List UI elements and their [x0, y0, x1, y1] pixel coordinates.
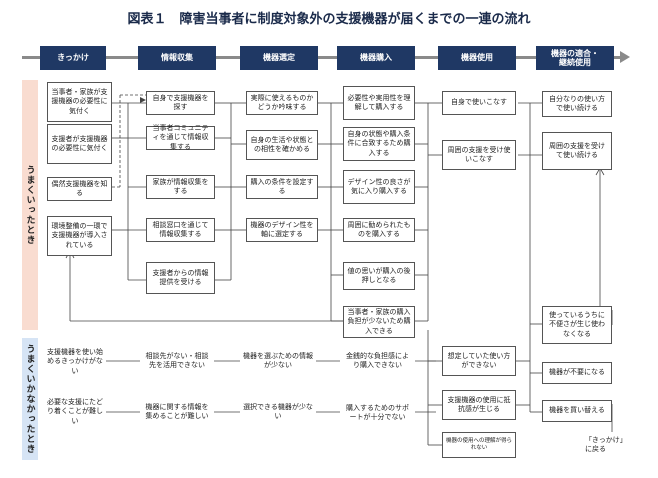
box-trigger-hard-to-reach: 必要な支援にたどり着くことが難しい [47, 397, 103, 425]
timeline-arrow-head [620, 51, 630, 63]
box-info-consultation: 相談窓口を通じて情報収集する [146, 218, 215, 242]
stage-use: 機器使用 [438, 46, 516, 70]
box-purchase-low-burden: 当事者・家族の購入負担が少ないため購入できる [343, 306, 415, 338]
box-trigger-supporter-notice: 支援者が支援機器の必要性に気付く [47, 124, 112, 164]
box-select-conditions: 購入の条件を設定する [246, 175, 318, 199]
box-purchase-match: 自身の状態や購入条件に合致するため購入する [343, 127, 415, 161]
box-select-usable: 実際に使えるものかどうか吟味する [246, 91, 318, 115]
box-use-resistance: 支援機器の使用に抵抗感が生じる [442, 390, 516, 420]
box-trigger-chance: 偶然支援機器を知る [47, 177, 112, 201]
box-continue-with-support: 周囲の支援を受けて使い続ける [542, 132, 612, 170]
box-purchase-recommended: 周囲に勧められたものを購入する [343, 218, 415, 242]
box-continue-stop-using: 使っているうちに不便さが生じ使わなくなる [542, 306, 612, 344]
box-continue-not-needed: 機器が不要になる [542, 362, 612, 384]
box-purchase-feelings: 値の思いが購入の後押しとなる [343, 262, 415, 290]
band-success-label: うまくいったとき [24, 165, 35, 245]
box-purchase-necessity: 必要性や実用性を理解して購入する [343, 86, 415, 120]
band-fail-label: うまくいかなかったとき [24, 344, 35, 454]
box-purchase-cost-burden: 金銭的な負担感により購入できない [346, 351, 409, 369]
box-info-community: 当事者コミュニティを通じて情報収集する [146, 124, 215, 151]
timeline-arrow-line [22, 56, 622, 59]
box-use-no-understanding: 機器の使用への理解が得られない [442, 432, 516, 458]
stage-selection: 機器選定 [240, 46, 318, 70]
stage-trigger: きっかけ [40, 46, 106, 70]
box-select-little-info: 機器を選ぶための情報が少ない [243, 351, 313, 369]
box-purchase-design: デザイン性の良さが気に入り購入する [343, 170, 415, 204]
box-trigger-no-opportunity: 支援機器を使い始めるきっかけがない [47, 347, 103, 375]
box-trigger-environment: 環境整備の一環で支援機器が導入されている [47, 216, 112, 256]
box-use-unexpected: 想定していた使い方ができない [442, 346, 516, 376]
box-info-self-search: 自身で支援機器を探す [146, 91, 215, 115]
box-continue-replace: 機器を買い替える [542, 400, 612, 422]
band-fail: うまくいかなかったとき [22, 338, 38, 460]
box-select-compatibility: 自身の生活や状態との相性を確かめる [246, 130, 318, 160]
box-use-self: 自身で使いこなす [442, 91, 516, 115]
band-success: うまくいったとき [22, 80, 38, 330]
stage-fit-continued-use: 機器の適合・ 継続使用 [536, 46, 614, 70]
box-use-with-support: 周囲の支援を受け使いこなす [442, 140, 516, 170]
box-select-few-options: 選択できる機器が少ない [243, 402, 313, 420]
stage-info-gathering: 情報収集 [138, 46, 216, 70]
box-purchase-no-support: 購入するためのサポートが十分でない [346, 403, 409, 421]
box-info-no-consultation: 相談先がない・相談先を活用できない [145, 351, 209, 369]
diagram-title: 図表１ 障害当事者に制度対象外の支援機器が届くまでの一連の流れ [127, 12, 531, 27]
box-select-design: 機器のデザイン性を軸に選定する [246, 218, 318, 242]
box-trigger-self-family-notice: 当事者・家族が支援機器の必要性に気付く [47, 82, 112, 122]
box-continue-own-way: 自分なりの使い方で使い続ける [542, 91, 612, 117]
back-to-trigger-note: 「きっかけ」 に戻る [585, 436, 627, 454]
box-info-supporter: 支援者からの情報提供を受ける [146, 262, 215, 294]
stage-purchase: 機器購入 [337, 46, 415, 70]
box-info-hard-collect: 機器に関する情報を集めることが難しい [145, 402, 209, 420]
box-info-family: 家族が情報収集をする [146, 175, 215, 199]
